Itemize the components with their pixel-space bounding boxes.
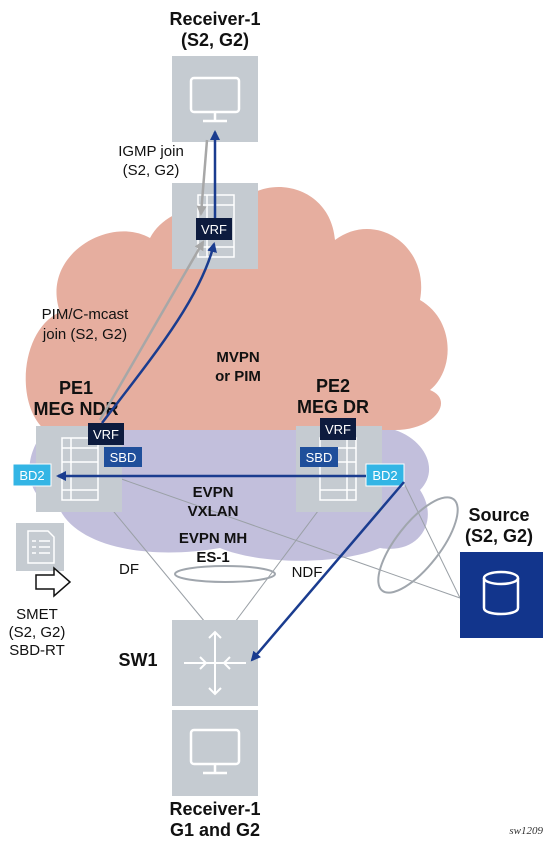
hollow-arrow-icon xyxy=(35,566,72,598)
figure-id: sw1209 xyxy=(509,825,543,837)
smet-label: SMET xyxy=(16,606,58,623)
source-link-ellipse xyxy=(377,496,459,594)
vrf-badge-top-label: VRF xyxy=(201,222,227,237)
pim-join-label: PIM/C-mcast xyxy=(42,306,130,323)
sw1-title: SW1 xyxy=(118,650,157,670)
smet-group: (S2, G2) xyxy=(9,624,66,641)
receiver-top-group: (S2, G2) xyxy=(181,30,249,50)
vrf-badge-pe1 xyxy=(88,423,124,445)
source-group: (S2, G2) xyxy=(465,526,533,546)
pe2-role: MEG DR xyxy=(297,397,369,417)
igmp-join-group: (S2, G2) xyxy=(123,162,180,179)
database-icon xyxy=(482,570,520,616)
receiver-top-box xyxy=(172,56,258,142)
receiver-bottom-box xyxy=(172,710,258,796)
bd2-badge-pe1 xyxy=(12,463,52,487)
df-label: DF xyxy=(119,561,139,578)
ndf-label: NDF xyxy=(292,564,323,581)
sbd-badge-pe1-label: SBD xyxy=(110,450,137,465)
igmp-join-arrow xyxy=(196,139,209,216)
vrf-badge-pe2 xyxy=(320,418,356,440)
evpn-mh-label: EVPN MH xyxy=(179,530,247,547)
pe1-role: MEG NDR xyxy=(34,399,119,419)
pim-join-group: join (S2, G2) xyxy=(42,326,127,343)
evpn-vxlan-label: EVPN xyxy=(193,484,234,501)
source-title: Source xyxy=(468,505,529,525)
source-box xyxy=(460,552,543,638)
topology-lines xyxy=(99,474,461,623)
switch-icon xyxy=(184,630,246,696)
sbd-badge-pe2-label: SBD xyxy=(306,450,333,465)
flow-to-sw1-arrow xyxy=(250,481,405,662)
bd2-badge-pe1-label: BD2 xyxy=(19,468,44,483)
ip-cloud xyxy=(25,187,448,430)
receiver-bottom-title: Receiver-1 xyxy=(169,799,260,819)
mvpn-or-pim-label: or PIM xyxy=(215,368,261,385)
evpn-vxlan-label-2: VXLAN xyxy=(188,503,239,520)
monitor-icon xyxy=(189,728,241,775)
receiver-bottom-groups: G1 and G2 xyxy=(170,820,260,840)
monitor-icon xyxy=(189,76,241,123)
es1-label: ES-1 xyxy=(196,549,229,566)
pe2-title: PE2 xyxy=(316,376,350,396)
mvpn-flow-arrow xyxy=(101,242,217,424)
vrf-badge-top xyxy=(196,218,232,240)
pim-join-arrow xyxy=(98,240,205,421)
mvpn-label: MVPN xyxy=(216,349,259,366)
smet-rt: SBD-RT xyxy=(9,642,65,659)
pe1-title: PE1 xyxy=(59,378,93,398)
vrf-badge-pe1-label: VRF xyxy=(93,427,119,442)
pe1-router-icon xyxy=(61,437,99,501)
vrf-badge-pe2-label: VRF xyxy=(325,422,351,437)
sbd-badge-pe2 xyxy=(300,447,338,467)
receiver-top-title: Receiver-1 xyxy=(169,9,260,29)
document-icon xyxy=(27,530,55,564)
sbd-badge-pe1 xyxy=(104,447,142,467)
es1-ellipse xyxy=(174,565,276,583)
bd2-badge-pe2-label: BD2 xyxy=(372,468,397,483)
igmp-join-label: IGMP join xyxy=(118,143,184,160)
